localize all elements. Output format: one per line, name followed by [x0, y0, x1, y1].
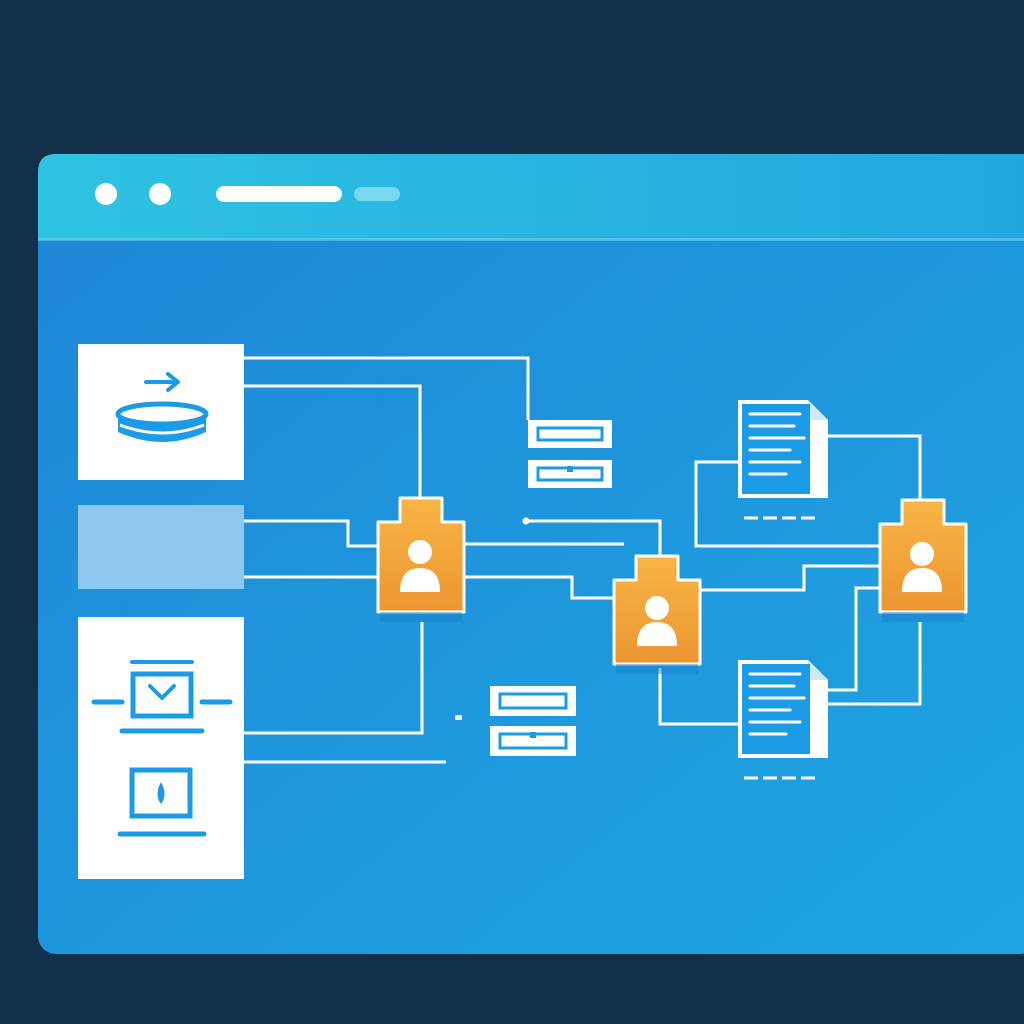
connector-line — [828, 622, 922, 706]
sidebar — [78, 344, 244, 879]
connector-line — [244, 622, 424, 735]
title-bar-small-pill-icon — [354, 187, 400, 201]
user-folder-icon[interactable] — [612, 554, 702, 674]
laptop-icon — [117, 767, 207, 837]
server-stack-icon[interactable] — [528, 420, 612, 488]
connector-line — [244, 356, 530, 420]
connector-line — [828, 586, 880, 692]
sidebar-item-selected[interactable] — [78, 505, 244, 589]
user-folder-icon[interactable] — [878, 498, 968, 622]
connector-line — [244, 519, 378, 548]
connector-line — [528, 519, 662, 556]
title-bar-pill-icon — [216, 186, 342, 202]
server-stack-icon[interactable] — [490, 686, 576, 756]
user-folder-icon[interactable] — [376, 496, 466, 622]
connector-line — [694, 460, 880, 548]
sidebar-item-storage[interactable] — [78, 344, 244, 480]
connector-line — [244, 384, 422, 500]
window-dot-icon[interactable] — [95, 183, 117, 205]
connector-lines — [244, 356, 922, 764]
document-icon[interactable] — [738, 660, 828, 780]
title-bar — [38, 154, 1024, 240]
device-stack-icon — [91, 660, 233, 734]
connector-endpoint — [522, 517, 530, 525]
connector-line — [464, 575, 614, 600]
sidebar-panel[interactable] — [78, 617, 244, 879]
title-bar-divider — [38, 238, 1024, 241]
connector-line — [658, 668, 740, 726]
connector-endpoint — [455, 715, 462, 720]
connector-line — [828, 434, 922, 500]
document-icon[interactable] — [738, 400, 828, 520]
database-arrow-icon — [115, 372, 209, 442]
sidebar-item-devices[interactable] — [78, 617, 244, 879]
window-dot-icon[interactable] — [149, 183, 171, 205]
connector-line — [700, 564, 880, 592]
